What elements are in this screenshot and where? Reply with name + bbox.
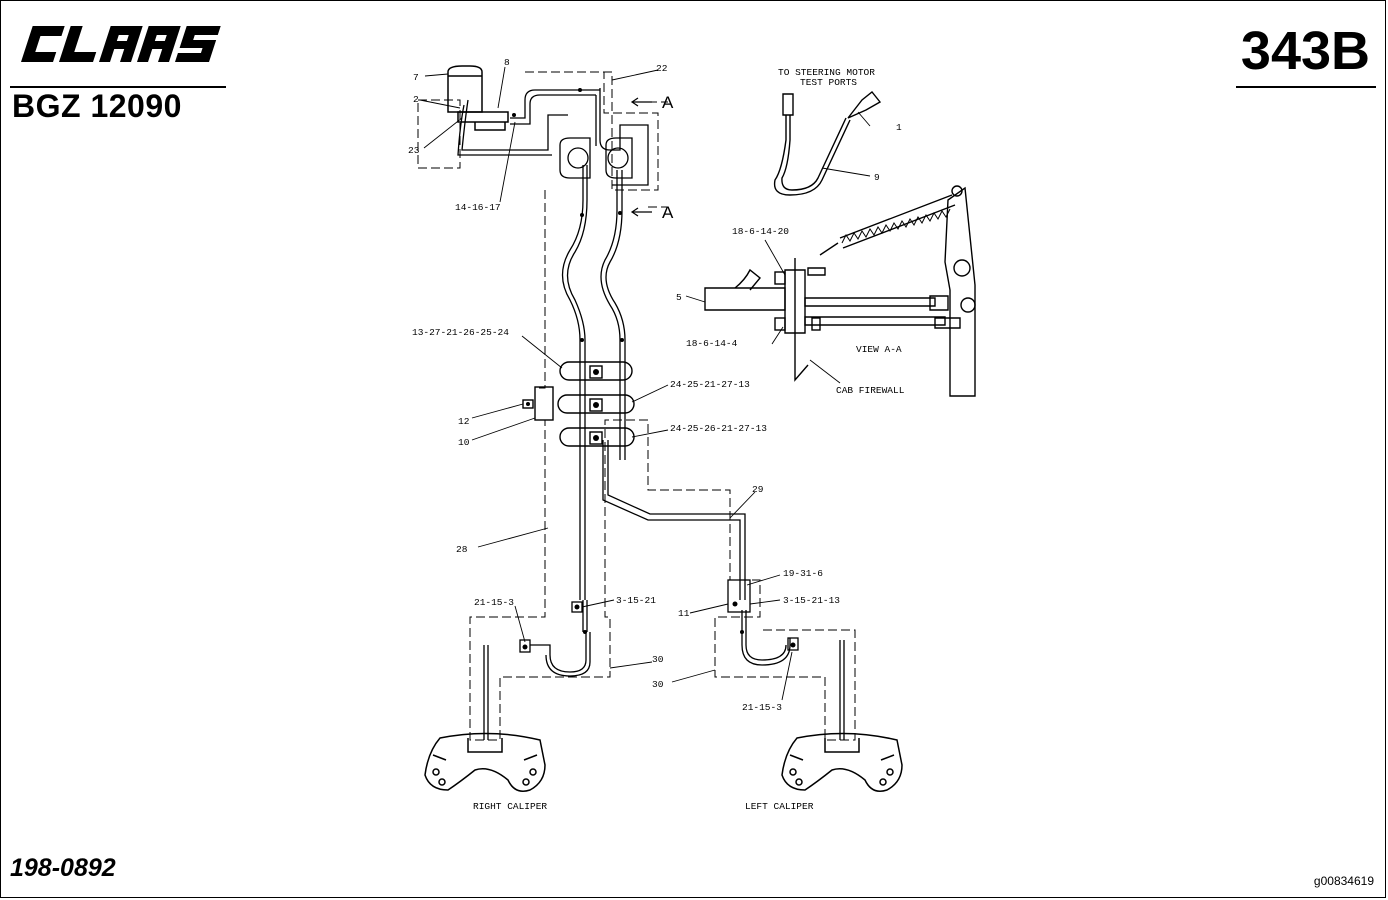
- callout-28: 28: [456, 544, 468, 555]
- cab-firewall-label: CAB FIREWALL: [836, 385, 905, 396]
- section-label-a-top: A: [662, 93, 674, 112]
- brake-valves: [559, 137, 633, 179]
- callout-21-15-3-left: 21-15-3: [474, 597, 514, 608]
- claas-logo: [14, 22, 230, 66]
- callout-30-a: 30: [652, 654, 664, 665]
- callout-8: 8: [504, 57, 510, 68]
- callout-19-31-6: 19-31-6: [783, 568, 823, 579]
- steering-test-hose: [773, 91, 882, 196]
- callout-3-15-21: 3-15-21: [616, 595, 656, 606]
- master-cylinder-reservoir: [447, 65, 509, 131]
- callout-5: 5: [676, 292, 682, 303]
- callout-29: 29: [752, 484, 764, 495]
- callout-23: 23: [408, 145, 420, 156]
- callout-3-15-21-13: 3-15-21-13: [783, 595, 840, 606]
- header-rule-right: [1236, 86, 1376, 88]
- part-number: 198-0892: [10, 854, 116, 882]
- left-caliper-label: LEFT CALIPER: [745, 801, 814, 812]
- callout-12: 12: [458, 416, 470, 427]
- callout-1: 1: [896, 122, 902, 133]
- callout-18-6-14-4: 18-6-14-4: [686, 338, 738, 349]
- view-aa-linkage: [704, 185, 976, 397]
- callout-11: 11: [678, 608, 690, 619]
- page-code: 343B: [1240, 21, 1370, 81]
- callout-30-b: 30: [652, 679, 664, 690]
- callout-21-15-3-right: 21-15-3: [742, 702, 782, 713]
- brake-lines: [457, 88, 845, 740]
- section-label-a-bottom: A: [662, 203, 674, 222]
- right-caliper-label: RIGHT CALIPER: [473, 801, 547, 812]
- section-arrows: [630, 97, 652, 217]
- fittings: [512, 88, 796, 650]
- header-rule-left: [10, 86, 226, 88]
- callout-7: 7: [413, 72, 419, 83]
- leader-lines: [419, 66, 871, 701]
- steering-ports-label-line1: TO STEERING MOTOR: [778, 67, 875, 78]
- callout-13-27-21-26-25-24: 13-27-21-26-25-24: [412, 327, 509, 338]
- claas-logo-graphic: [21, 26, 221, 62]
- left-caliper-graphic: [781, 732, 903, 792]
- callout-18-6-14-20: 18-6-14-20: [732, 226, 789, 237]
- steering-ports-label-line2: TEST PORTS: [800, 77, 857, 88]
- callout-24-25-26-21-27-13: 24-25-26-21-27-13: [670, 423, 767, 434]
- callout-9: 9: [874, 172, 880, 183]
- model-number: BGZ 12090: [12, 88, 182, 124]
- callout-2: 2: [413, 94, 419, 105]
- callout-14-16-17: 14-16-17: [455, 202, 501, 213]
- right-caliper-graphic: [424, 732, 546, 792]
- line-clamps: [522, 361, 635, 447]
- callout-10: 10: [458, 437, 470, 448]
- brackets: [519, 579, 799, 653]
- callout-24-25-21-27-13: 24-25-21-27-13: [670, 379, 750, 390]
- view-aa-label: VIEW A-A: [856, 344, 902, 355]
- image-id: g00834619: [1313, 874, 1374, 888]
- callout-22: 22: [656, 63, 668, 74]
- tension-spring: [841, 208, 951, 244]
